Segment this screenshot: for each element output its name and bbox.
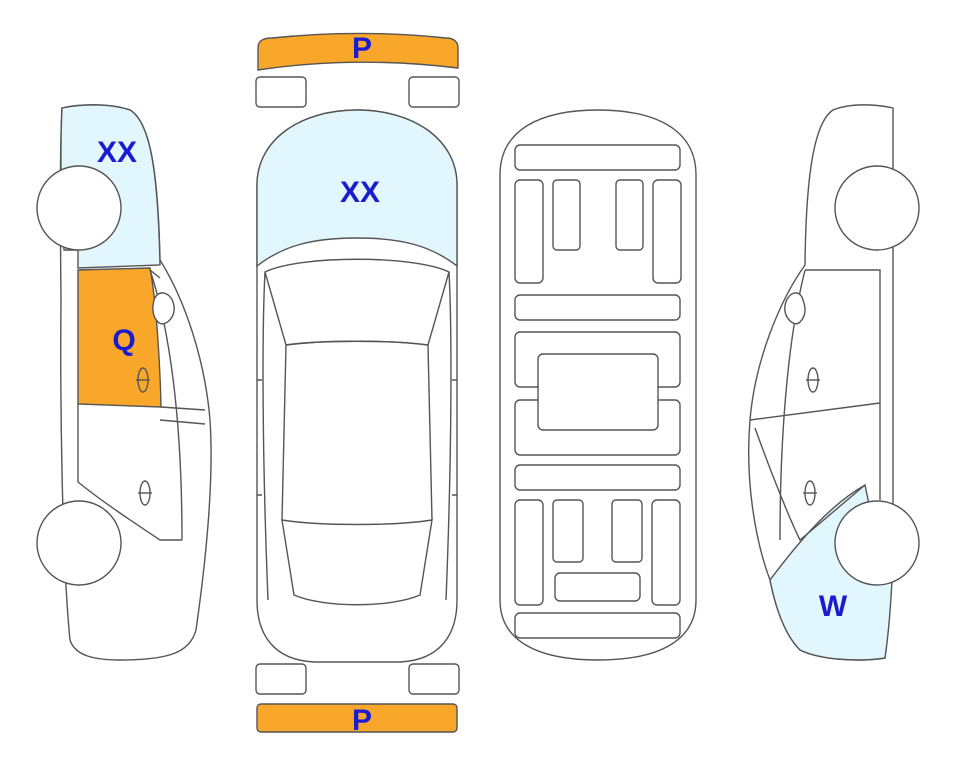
underbody-panel <box>652 179 682 284</box>
underbody-panel <box>651 499 681 606</box>
underbody-panel <box>611 499 643 563</box>
left-fender-label: XX <box>97 136 137 169</box>
left-front-wheel <box>36 165 122 251</box>
left-mirror <box>152 292 175 325</box>
hood-panel[interactable] <box>256 109 458 268</box>
left-door-handle-rear <box>138 480 152 506</box>
right-front-wheel <box>834 165 920 251</box>
left-door-lines <box>77 269 206 541</box>
rear-window <box>281 519 433 606</box>
underbody-front-bar <box>514 144 681 171</box>
front-bumper[interactable] <box>257 32 459 71</box>
underbody-panel <box>615 179 644 251</box>
rear-right-light <box>408 663 460 695</box>
underbody-view <box>499 109 697 661</box>
right-mirror <box>784 292 806 325</box>
underbody-panel <box>552 499 584 563</box>
underbody-bar <box>514 464 681 491</box>
front-right-light <box>408 76 460 108</box>
underbody-panel <box>552 179 581 251</box>
right-door-handle-front <box>806 367 820 393</box>
underbody-center-panel <box>537 353 659 431</box>
right-door-handle-rear <box>803 480 817 506</box>
right-side-view: W <box>748 104 920 661</box>
underbody-panel <box>514 179 544 284</box>
right-rear-wheel <box>834 500 920 586</box>
right-door-lines <box>749 269 881 542</box>
underbody-panel <box>514 499 544 606</box>
underbody-panel <box>554 572 641 602</box>
left-side-view: XX Q <box>36 104 212 661</box>
left-door-handle-front <box>136 367 150 393</box>
roof <box>281 340 433 521</box>
right-quarter-label: W <box>819 590 848 623</box>
top-side-lines <box>257 271 457 601</box>
underbody-rear-bar <box>514 612 681 639</box>
front-left-light <box>255 76 307 108</box>
rear-bumper[interactable] <box>256 703 458 733</box>
rear-left-light <box>255 663 307 695</box>
rear-bumper-label: P <box>352 704 372 737</box>
front-bumper-label: P <box>352 32 372 65</box>
underbody-bar <box>514 294 681 321</box>
left-door-label: Q <box>112 324 135 357</box>
left-rear-wheel <box>36 500 122 586</box>
hood-label: XX <box>340 176 380 209</box>
top-view: P XX P <box>255 32 460 737</box>
